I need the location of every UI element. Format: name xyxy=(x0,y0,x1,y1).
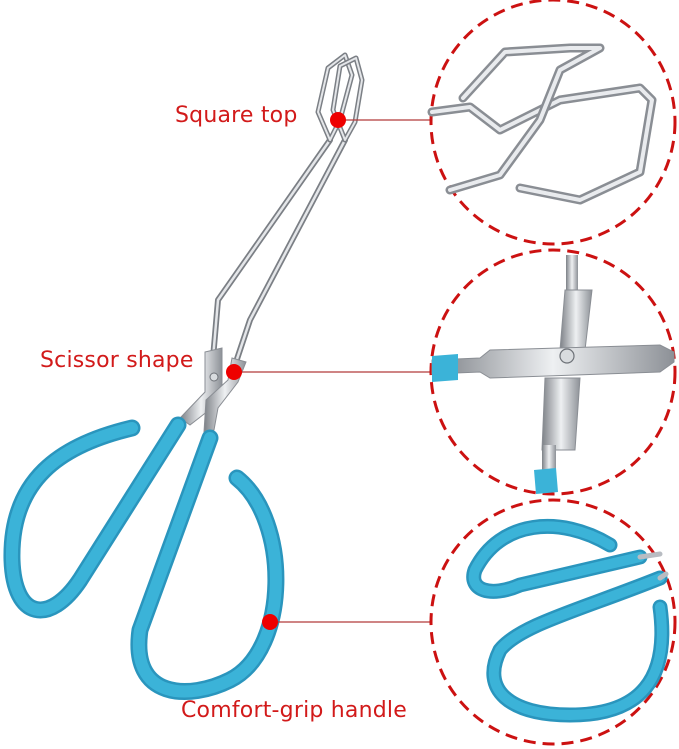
label-square-top: Square top xyxy=(175,103,298,128)
tong-blue-handles xyxy=(3,416,285,700)
callout-connector-square-top xyxy=(330,112,430,128)
detail-circle-scissor-pivot xyxy=(429,248,677,496)
callout-dot-scissor-shape xyxy=(226,364,242,380)
label-comfort-grip-handle: Comfort-grip handle xyxy=(181,698,407,723)
detail-circle-square-top xyxy=(427,0,677,246)
callout-connector-scissor-shape xyxy=(226,364,430,380)
callout-dot-comfort-grip xyxy=(262,614,278,630)
callout-connector-comfort-grip xyxy=(262,614,430,630)
tong-main-image xyxy=(3,52,365,700)
callout-dot-square-top xyxy=(330,112,346,128)
tong-wire-arms xyxy=(209,137,348,373)
detail-circle-grip-handle xyxy=(429,498,677,746)
label-scissor-shape: Scissor shape xyxy=(40,348,194,373)
